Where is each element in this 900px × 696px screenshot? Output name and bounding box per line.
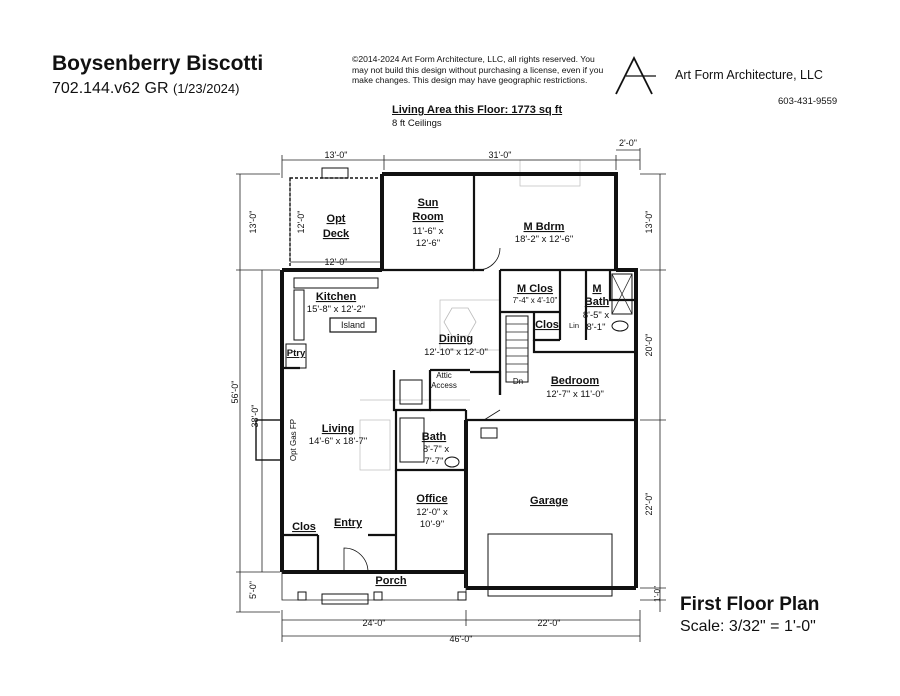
floor-plan-title: First Floor Plan: [680, 594, 820, 615]
opt-fireplace-label: Opt Gas FP: [289, 419, 298, 461]
dining-label: Dining: [439, 333, 473, 345]
dimension-labels: 13'-0" 31'-0" 2'-0" 12'-0" 12'-0" 13'-0"…: [230, 138, 662, 644]
dim-right-20: 20'-0": [644, 334, 654, 357]
dim-bottom-24: 24'-0": [363, 618, 386, 628]
porch-label: Porch: [375, 575, 406, 587]
m-bath-dim-1: 8'-5" x: [583, 310, 610, 321]
kitchen-dim: 15'-8" x 12'-2": [307, 304, 365, 315]
office-label: Office: [416, 493, 447, 505]
bedroom-label: Bedroom: [551, 375, 600, 387]
m-bdrm-dim: 18'-2" x 12'-6": [515, 234, 573, 245]
sun-room-dim-2: 12'-6": [416, 238, 440, 249]
m-bath-label-2: Bath: [585, 296, 610, 308]
firm-logo: [615, 55, 656, 95]
clos-lower-label: Clos: [292, 521, 316, 533]
dim-top-13: 13'-0": [325, 150, 348, 160]
kitchen-label: Kitchen: [316, 291, 357, 303]
dim-bottom-46: 46'-0": [450, 634, 473, 644]
dim-left-56: 56'-0": [230, 381, 240, 404]
dim-right-22: 22'-0": [644, 493, 654, 516]
plan-title: Boysenberry Biscotti: [52, 52, 264, 75]
linen-label: Lin: [569, 321, 579, 330]
dim-right-13: 13'-0": [644, 211, 654, 234]
sun-room-label-1: Sun: [418, 197, 439, 209]
scale-label: Scale: 3/32" = 1'-0": [680, 618, 816, 635]
opt-deck-label-2: Deck: [323, 228, 350, 240]
dim-left-13: 13'-0": [248, 211, 258, 234]
sun-room-label-2: Room: [412, 211, 443, 223]
garage-label: Garage: [530, 495, 568, 507]
pantry-label: Ptry: [287, 348, 306, 359]
clos-upper-label: Clos: [535, 319, 559, 331]
ceilings-label: 8 ft Ceilings: [392, 118, 442, 129]
bedroom-dim: 12'-7" x 11'-0": [546, 389, 604, 400]
office-dim-2: 10'-9": [420, 519, 444, 530]
m-bath-label-1: M: [592, 283, 601, 295]
plan-code: 702.144.v62 GR (1/23/2024): [52, 80, 239, 98]
stair-down-label: Dn: [513, 377, 523, 386]
bath-label: Bath: [422, 431, 447, 443]
dim-bottom-22: 22'-0": [538, 618, 561, 628]
m-bdrm-label: M Bdrm: [524, 221, 565, 233]
bath-dim-1: 8'-7" x: [423, 444, 450, 455]
m-clos-label: M Clos: [517, 283, 553, 295]
living-dim: 14'-6" x 18'-7": [309, 436, 367, 447]
attic-label-1: Attic: [436, 371, 452, 380]
bath-dim-2: 7'-7": [425, 456, 444, 467]
dining-dim: 12'-10" x 12'-0": [424, 347, 488, 358]
dim-left-5: 5'-0": [248, 581, 258, 599]
living-area-label: Living Area this Floor: 1773 sq ft: [392, 104, 563, 116]
attic-label-2: Access: [431, 381, 457, 390]
dim-deck-12-h: 12'-0": [325, 257, 348, 267]
opt-deck-label-1: Opt: [327, 213, 346, 225]
entry-label: Entry: [334, 517, 363, 529]
dim-deck-12-v: 12'-0": [296, 211, 306, 234]
copyright-notice: ©2014-2024 Art Form Architecture, LLC, a…: [352, 54, 604, 86]
office-dim-1: 12'-0" x: [416, 507, 448, 518]
plan-code-number: 702.144.v62 GR: [52, 80, 169, 97]
fixtures: [255, 247, 633, 605]
dim-left-38: 38'-0": [250, 405, 260, 428]
island-label: Island: [341, 320, 365, 330]
dim-top-31: 31'-0": [489, 150, 512, 160]
plan-date: (1/23/2024): [172, 81, 240, 96]
living-label: Living: [322, 423, 354, 435]
m-bath-dim-2: 8'-1": [587, 322, 606, 333]
firm-phone: 603-431-9559: [778, 96, 838, 107]
dim-top-2: 2'-0": [619, 138, 637, 148]
firm-name: Art Form Architecture, LLC: [675, 68, 823, 82]
dim-right-1: 1'-0": [653, 586, 662, 602]
sun-room-dim-1: 11'-6" x: [413, 226, 444, 237]
room-labels: Opt Deck Sun Room 11'-6" x 12'-6" M Bdrm…: [287, 197, 610, 587]
m-clos-dim: 7'-4" x 4'-10": [513, 296, 558, 305]
